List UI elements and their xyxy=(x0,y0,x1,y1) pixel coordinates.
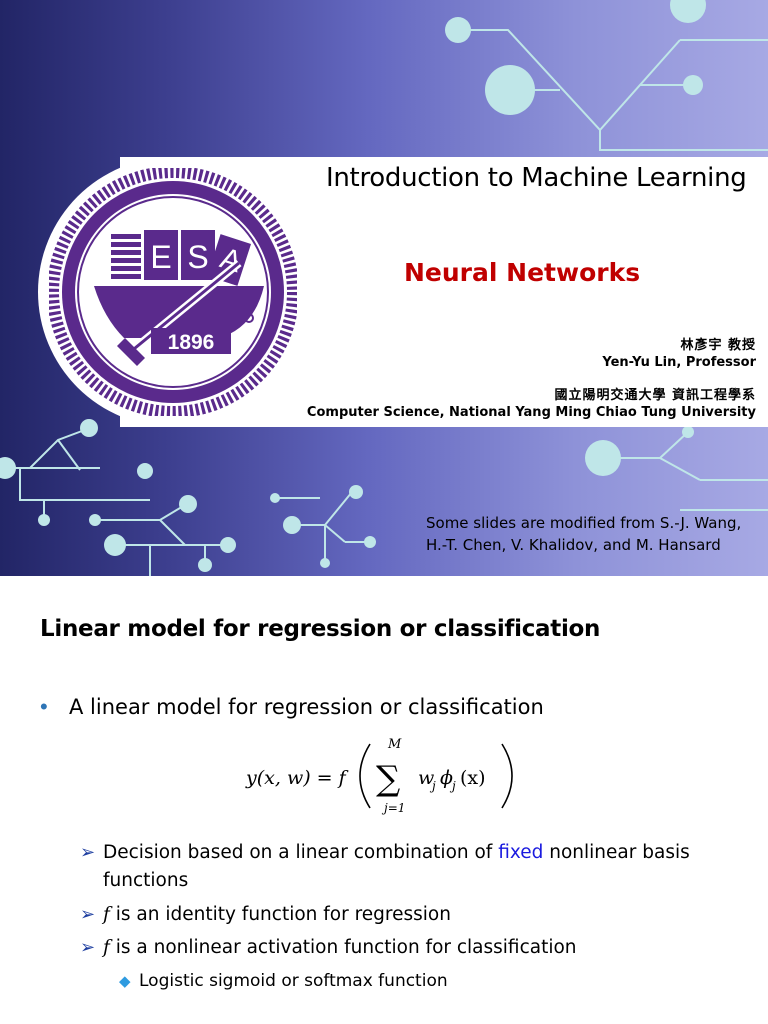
content-slide: Linear model for regression or classific… xyxy=(0,576,768,1024)
sub-bullet-decision: Decision based on a linear combination o… xyxy=(103,842,690,863)
sub-bullet-regression-text: is an identity function for regression xyxy=(109,904,451,925)
logo-year: 1896 xyxy=(168,331,215,354)
professor-name-zh: 林彥宇 教授 xyxy=(680,338,756,353)
sub-sub-bullet-sigmoid: Logistic sigmoid or softmax function xyxy=(139,971,448,991)
logo-letter-e: E xyxy=(150,239,171,275)
lecture-title: Neural Networks xyxy=(404,258,641,287)
credits-line-1: Some slides are modified from S.-J. Wang… xyxy=(426,514,742,532)
arrow-bullet-3: ➢ xyxy=(80,937,96,957)
sub-bullet-regression: f is an identity function for regression xyxy=(103,904,451,925)
basis-subscript: j xyxy=(449,779,456,793)
professor-name-en: Yen-Yu Lin, Professor xyxy=(602,355,756,370)
arrow-bullet-1: ➢ xyxy=(80,842,96,862)
sum-symbol: ∑ xyxy=(376,759,400,799)
weight-symbol: w xyxy=(418,767,434,789)
university-logo: E S A 1896 xyxy=(49,168,297,416)
arrow-bullet-2: ➢ xyxy=(80,904,96,924)
sub-bullet-decision-text-end: nonlinear basis xyxy=(543,842,690,863)
basis-argument: (x) xyxy=(460,767,486,789)
course-title: Introduction to Machine Learning xyxy=(326,163,747,193)
equation-lhs: y(x, w) = f xyxy=(245,767,349,789)
slide-title: Linear model for regression or classific… xyxy=(40,616,601,642)
circuit-decoration xyxy=(0,0,768,576)
bullet-dot: • xyxy=(40,694,48,719)
slide-credits: Some slides are modified from S.-J. Wang… xyxy=(426,512,766,556)
linear-model-equation: y(x, w) = f M ∑ j=1 w j ϕ j (x) xyxy=(245,737,513,815)
function-symbol: f xyxy=(103,904,110,925)
highlight-fixed: fixed xyxy=(498,842,544,863)
diamond-bullet: ◆ xyxy=(119,973,131,990)
sum-upper-limit: M xyxy=(387,737,402,752)
logo-letter-s: S xyxy=(187,239,208,275)
weight-subscript: j xyxy=(429,779,436,793)
function-symbol: f xyxy=(103,937,110,958)
sum-lower-limit: j=1 xyxy=(381,801,405,815)
bullet-linear-model: A linear model for regression or classif… xyxy=(69,695,544,719)
sub-bullet-decision-text: Decision based on a linear combination o… xyxy=(103,842,499,863)
sub-bullet-decision-line2: functions xyxy=(103,870,189,891)
department-zh: 國立陽明交通大學 資訊工程學系 xyxy=(554,388,756,403)
sub-bullet-classification: f is a nonlinear activation function for… xyxy=(103,937,577,958)
basis-symbol: ϕ xyxy=(440,767,453,789)
department-en: Computer Science, National Yang Ming Chi… xyxy=(306,405,756,420)
title-slide: E S A 1896 Introduction to Machine Learn… xyxy=(0,0,768,576)
credits-line-2: H.-T. Chen, V. Khalidov, and M. Hansard xyxy=(426,536,721,554)
sub-bullet-classification-text: is a nonlinear activation function for c… xyxy=(109,937,577,958)
